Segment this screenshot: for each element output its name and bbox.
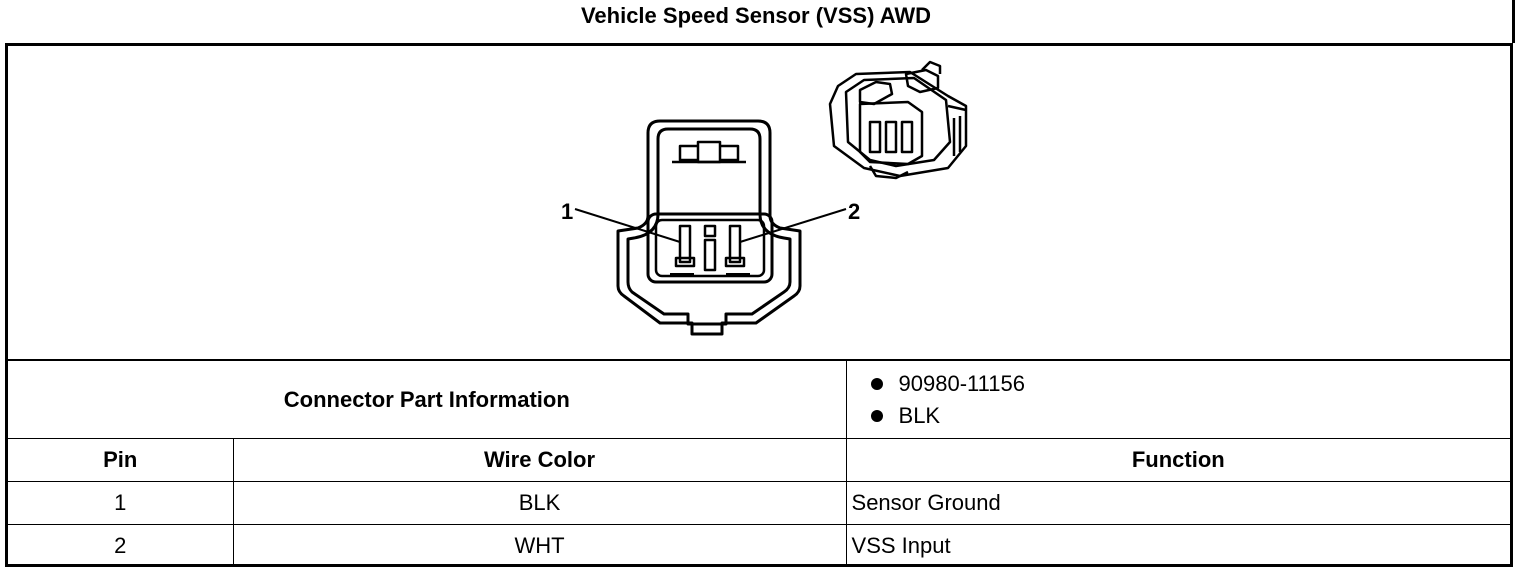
cell-function: VSS Input bbox=[845, 524, 1511, 567]
connector-info-item: BLK bbox=[870, 400, 1511, 432]
cell-pin: 2 bbox=[8, 524, 234, 567]
connector-info-label: Connector Part Information bbox=[8, 359, 847, 439]
cell-pin: 1 bbox=[8, 481, 234, 525]
cell-function: Sensor Ground bbox=[845, 481, 1511, 525]
pin-leader-lines bbox=[574, 208, 847, 243]
connector-face-drawing bbox=[616, 119, 802, 336]
table-row: 2 WHT VSS Input bbox=[8, 524, 1511, 567]
cell-wire-color: WHT bbox=[232, 524, 847, 567]
connector-diagram: 1 2 bbox=[561, 60, 968, 336]
connector-info-values: 90980-11156 BLK bbox=[845, 359, 1511, 439]
diagram-title: Vehicle Speed Sensor (VSS) AWD bbox=[580, 3, 932, 28]
bullet-icon bbox=[870, 377, 883, 390]
header-wire-color: Wire Color bbox=[232, 438, 847, 482]
cell-wire-color: BLK bbox=[232, 481, 847, 525]
connector-frame: 1 2 Connector Part Information bbox=[5, 43, 1513, 567]
connector-color: BLK bbox=[898, 402, 941, 428]
table-header-row: Pin Wire Color Function bbox=[8, 438, 1511, 482]
connector-iso-drawing bbox=[828, 60, 968, 180]
header-function: Function bbox=[845, 438, 1511, 482]
bullet-icon bbox=[870, 409, 883, 422]
header-pin: Pin bbox=[8, 438, 234, 482]
table-row: 1 BLK Sensor Ground bbox=[8, 481, 1511, 525]
pin-label-1: 1 bbox=[561, 199, 573, 224]
part-number: 90980-11156 bbox=[898, 370, 1025, 396]
pinout-table: Connector Part Information 90980-11156 B… bbox=[8, 359, 1511, 567]
connector-info-row: Connector Part Information 90980-11156 B… bbox=[8, 359, 1511, 439]
connector-info-item: 90980-11156 bbox=[870, 368, 1511, 400]
border-rule bbox=[1512, 0, 1515, 43]
pin-label-2: 2 bbox=[848, 199, 860, 224]
